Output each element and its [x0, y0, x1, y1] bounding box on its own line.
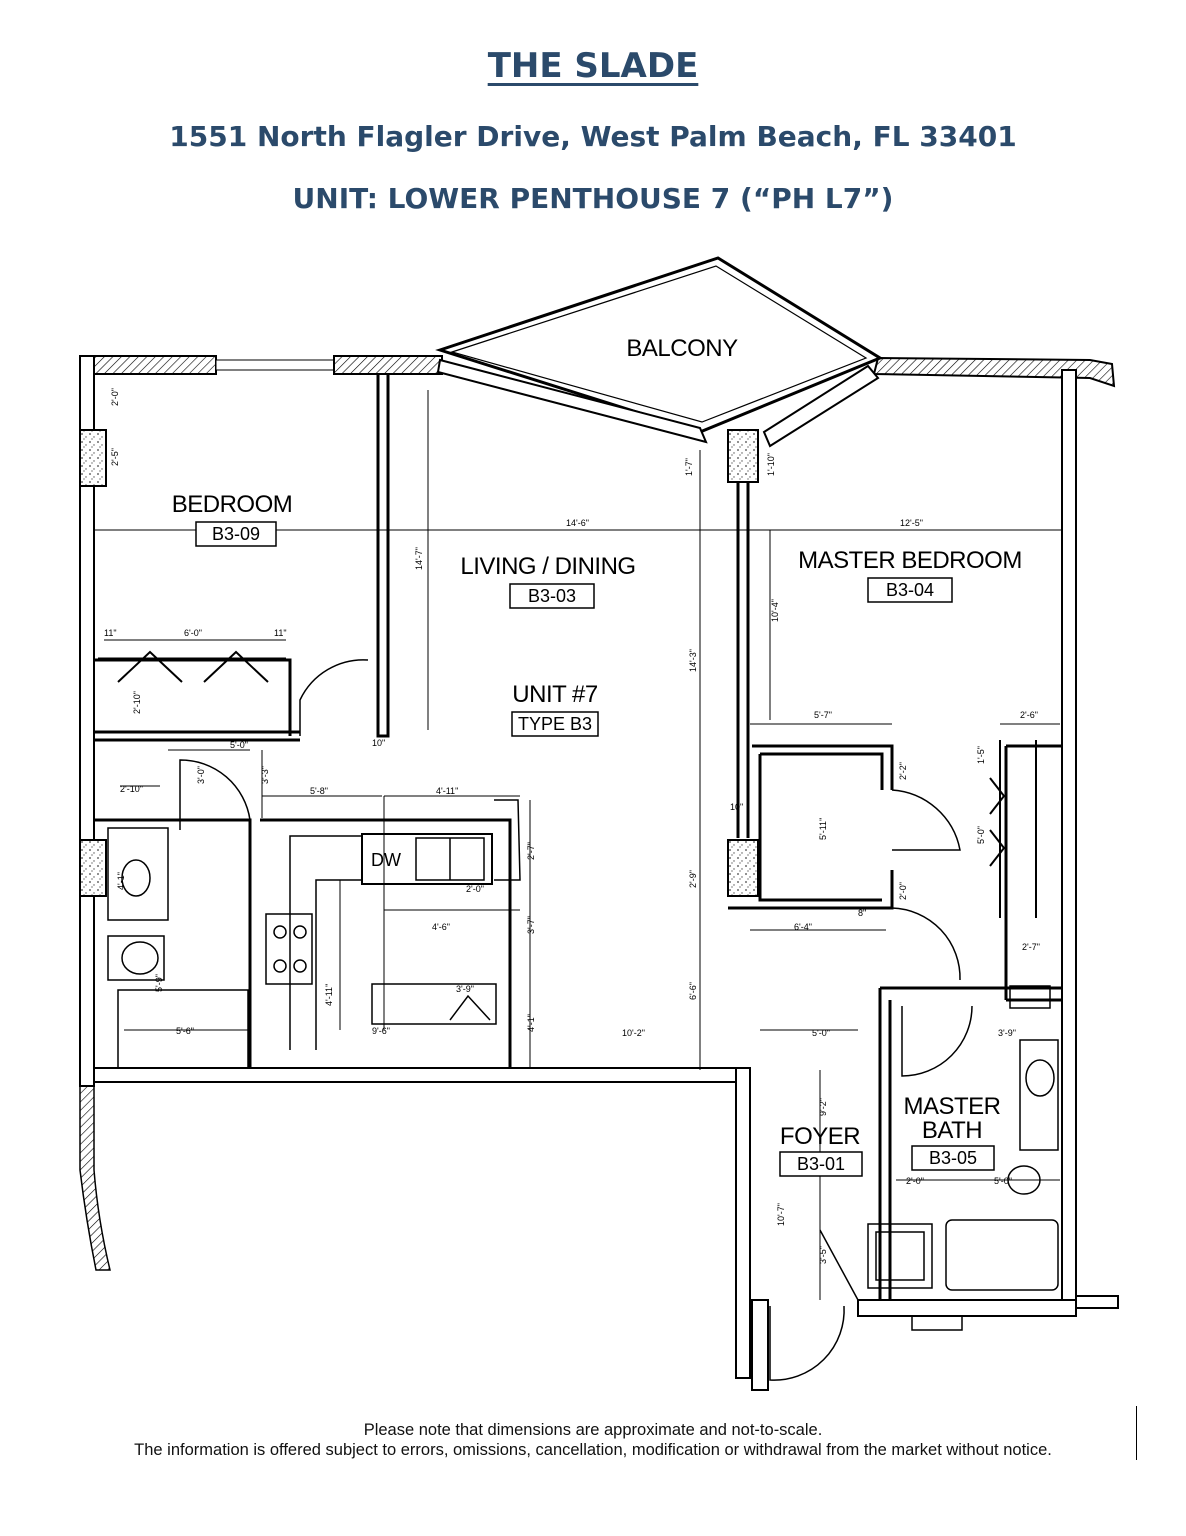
dim-label: 6'-4": [794, 922, 812, 932]
unit-title: UNIT: LOWER PENTHOUSE 7 (“PH L7”): [292, 182, 894, 215]
dim-label: 10'-4": [770, 599, 780, 622]
dim-label: 1'-7": [684, 458, 694, 476]
dim-label: 4'-11": [436, 786, 458, 796]
master-bath-code-box: [911, 1145, 995, 1171]
plumbing-fixtures: [107, 827, 1059, 1331]
dim-label: 3'-5": [818, 1246, 828, 1264]
foyer-code: B3-01: [797, 1154, 845, 1174]
foyer-label: FOYER: [780, 1123, 860, 1150]
dim-label: 11": [274, 628, 287, 638]
note-divider: [1136, 1406, 1137, 1460]
dim-label: 11": [104, 628, 117, 638]
master-bath-code: B3-05: [929, 1148, 977, 1168]
dim-label: 4'-11": [324, 984, 334, 1006]
dim-label: 14'-7": [414, 547, 424, 570]
dim-label: 1'-10": [766, 453, 776, 476]
dim-label: 5'-9": [154, 974, 164, 992]
dim-label: 1'-5": [976, 746, 986, 764]
dim-label: 4'-6": [432, 922, 450, 932]
dim-label: 12'-5": [900, 518, 923, 528]
disclaimer-line-2: The information is offered subject to er…: [134, 1441, 1052, 1459]
balcony-label: BALCONY: [626, 335, 738, 362]
dim-label: 6'-6": [688, 982, 698, 1000]
dim-label: 5'-0": [230, 740, 248, 750]
dim-label: 2'-0": [110, 388, 120, 406]
dim-label: 8": [858, 908, 866, 918]
kitchen-counters: [265, 799, 521, 1050]
dim-label: 2'-0": [898, 882, 908, 900]
disclaimer-line-1: Please note that dimensions are approxim…: [363, 1421, 823, 1439]
dim-label: 2'-7": [526, 842, 536, 860]
floor-plan: BALCONY: [79, 256, 1119, 1391]
master-bedroom-code: B3-04: [886, 580, 934, 600]
dim-label: 2'-2": [898, 762, 908, 780]
dim-label: 3'-7": [526, 916, 536, 934]
dim-label: 3'-0": [196, 766, 206, 784]
dim-label: 2'-0": [466, 884, 484, 894]
property-title: THE SLADE: [487, 46, 699, 86]
dim-label: 2'-10": [120, 784, 143, 794]
foyer-code-box: [779, 1151, 863, 1177]
dim-label: 14'-3": [688, 649, 698, 672]
dim-label: 5'-0": [994, 1176, 1012, 1186]
exterior-walls: [79, 355, 1119, 1391]
closet-doors: [117, 650, 1037, 918]
dimension-labels: 14'-6" 12'-5" 14'-7" 10'-4" 14'-3" 6'-0"…: [104, 388, 1040, 1264]
dim-label: 5'-0": [976, 826, 986, 844]
dim-label: 3'-3": [260, 766, 270, 784]
unit-type-box: [511, 711, 599, 737]
dim-label: 3'-9": [998, 1028, 1016, 1038]
dim-label: 4'-1": [526, 1014, 536, 1032]
dim-label: 2'-7": [1022, 942, 1040, 952]
dim-label: 14'-6": [566, 518, 589, 528]
living-dining-label: LIVING / DINING: [460, 553, 635, 580]
structural-columns: [79, 429, 759, 897]
unit-number-label: UNIT #7: [512, 681, 598, 708]
dim-label: 2'-9": [688, 870, 698, 888]
dim-label: 5'-0": [812, 1028, 830, 1038]
master-bath-label-line2: BATH: [922, 1117, 982, 1144]
dim-label: 10": [372, 738, 385, 748]
dim-label: 5'-8": [310, 786, 328, 796]
dim-label: 9'-6": [372, 1026, 390, 1036]
dim-label: 2'-5": [110, 448, 120, 466]
dim-label: 6'-0": [184, 628, 202, 638]
bedroom-code: B3-09: [212, 524, 260, 544]
curved-wall: [79, 1085, 111, 1271]
dim-label: 9'-2": [818, 1098, 828, 1116]
dim-label: 2'-10": [132, 691, 142, 714]
bedroom-label: BEDROOM: [172, 491, 293, 518]
living-dining-code-box: [509, 583, 595, 609]
master-bedroom-code-box: [867, 577, 953, 603]
master-bedroom-label: MASTER BEDROOM: [798, 547, 1022, 574]
dim-label: 2'-6": [1020, 710, 1038, 720]
dim-label: 2'-0": [906, 1176, 924, 1186]
property-address: 1551 North Flagler Drive, West Palm Beac…: [169, 120, 1017, 153]
door-swings: [179, 659, 973, 1381]
unit-type-label: TYPE B3: [518, 714, 592, 734]
bedroom-code-box: [195, 521, 277, 547]
dim-label: 10'-2": [622, 1028, 645, 1038]
dim-label: 5'-7": [814, 710, 832, 720]
master-bath-label-line1: MASTER: [903, 1093, 1000, 1120]
dishwasher-label: DW: [371, 850, 401, 870]
living-dining-code: B3-03: [528, 586, 576, 606]
dim-label: 10": [730, 802, 743, 812]
dim-label: 4'-1": [116, 872, 126, 890]
dim-label: 5'-11": [818, 818, 828, 840]
dim-label: 10'-7": [776, 1203, 786, 1226]
dim-label: 5'-6": [176, 1026, 194, 1036]
dim-label: 3'-9": [456, 984, 474, 994]
